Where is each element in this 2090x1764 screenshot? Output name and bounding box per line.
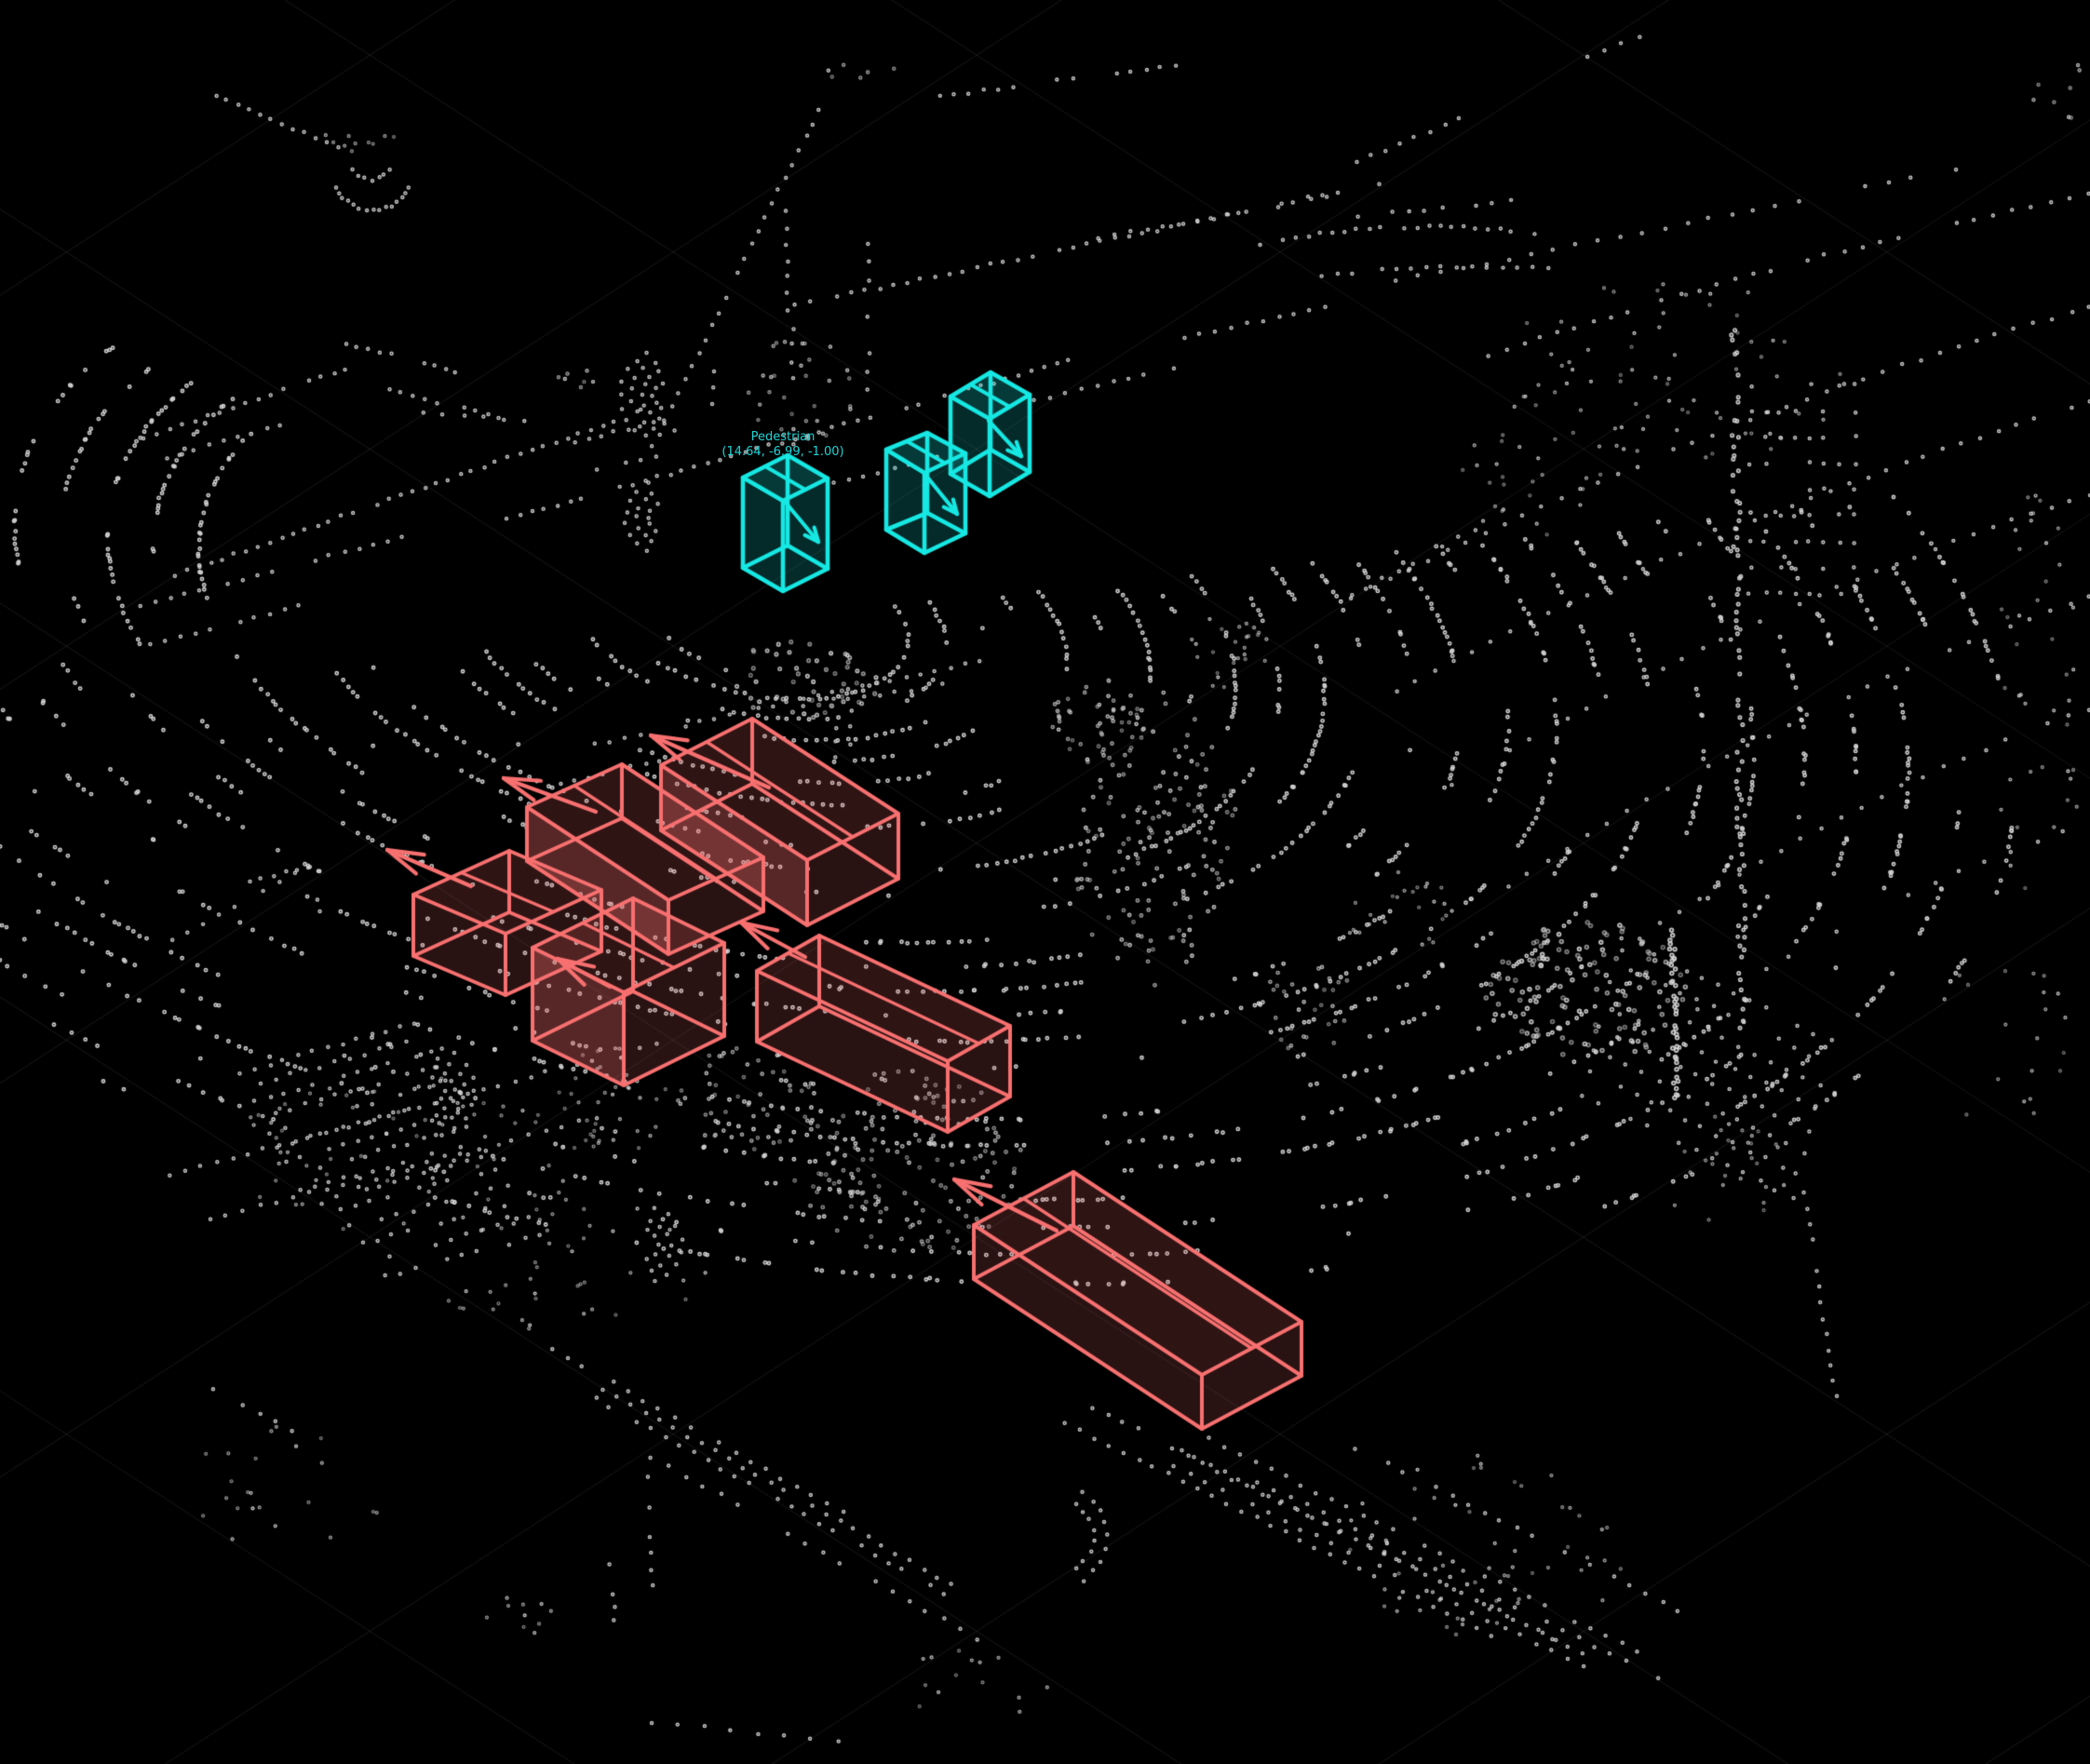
lidar-viewport-canvas[interactable] [0,0,2090,1764]
lidar-3d-viewport: Pedestrian (14.64, -6.99, -1.00) [0,0,2090,1764]
